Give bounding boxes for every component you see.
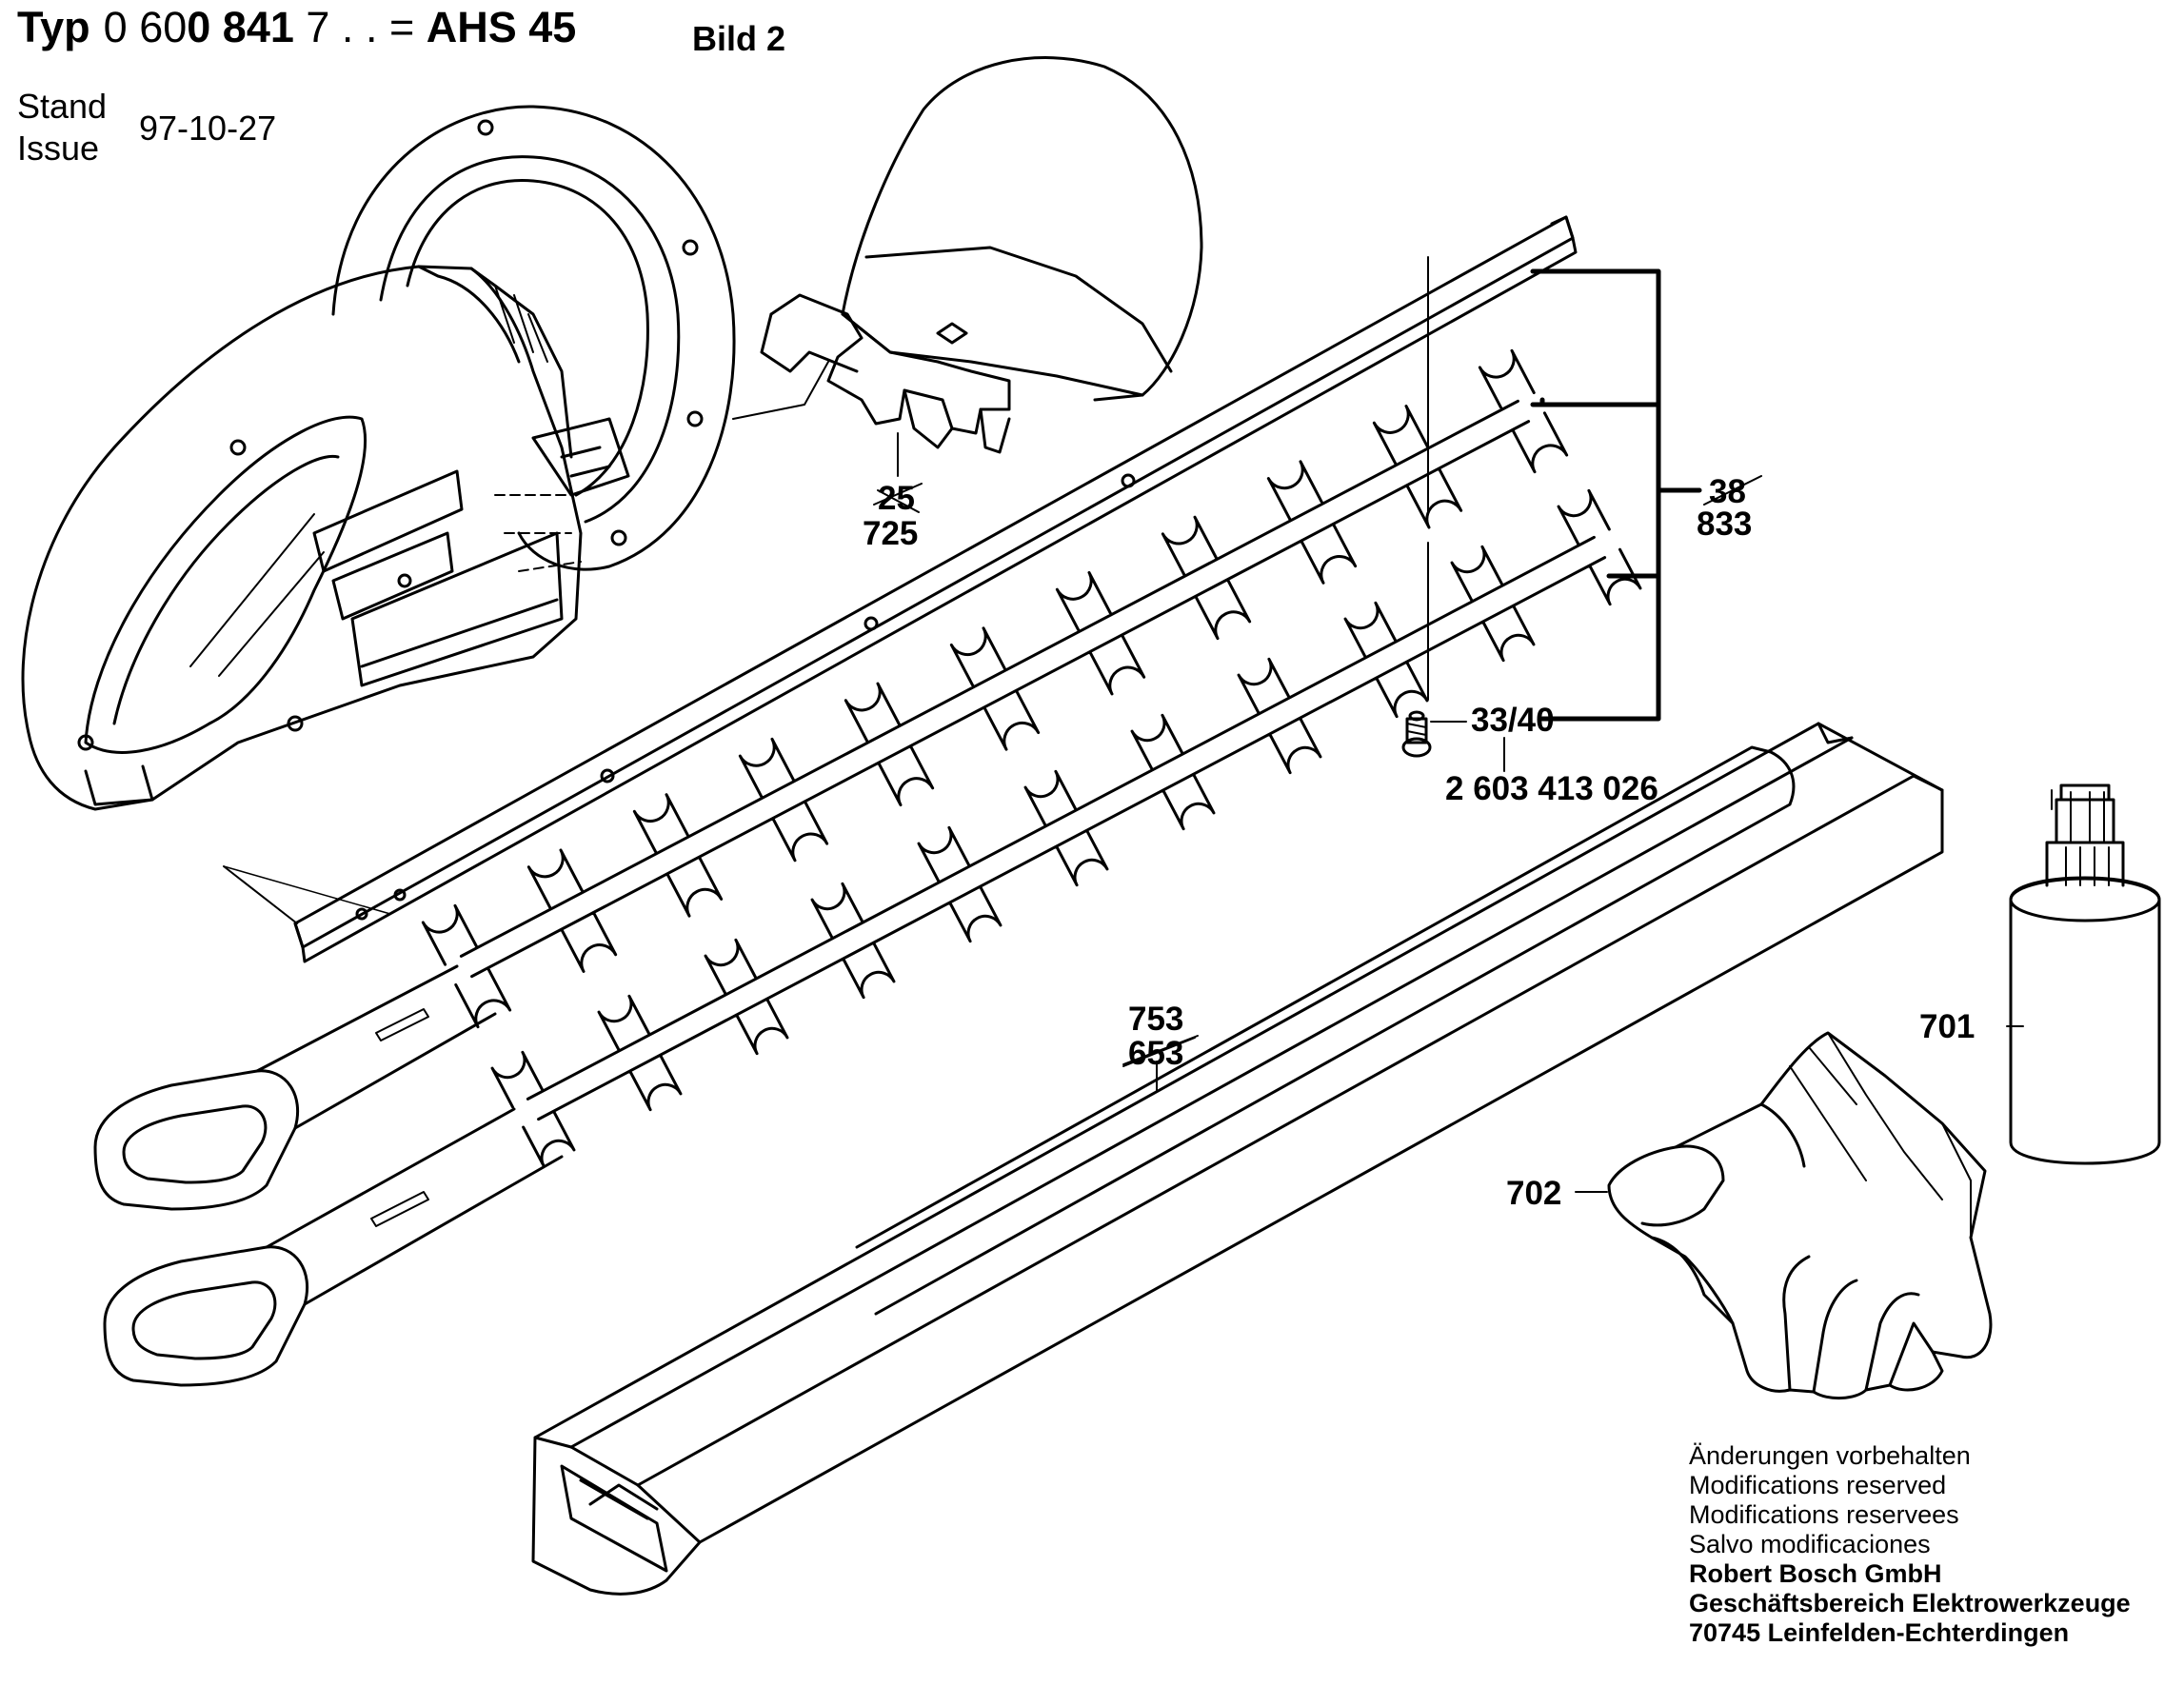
label-sheath-old: 653 bbox=[1128, 1035, 1183, 1072]
stand-label: Stand Issue bbox=[17, 86, 107, 169]
model-name: AHS 45 bbox=[426, 3, 577, 51]
lower-cutter-blade bbox=[103, 488, 1642, 1387]
screw-leaders bbox=[1430, 721, 1505, 772]
footer-line-en: Modifications reserved bbox=[1689, 1471, 1947, 1499]
stand-label-en: Issue bbox=[17, 129, 100, 168]
callout-labels: 25 725 38 833 33/40 2 603 413 026 753 65… bbox=[863, 473, 1975, 1212]
footer-notes: Änderungen vorbehalten Modifications res… bbox=[1689, 1441, 2131, 1648]
label-blade-old: 38 bbox=[1709, 473, 1746, 510]
upper-cutter-blade bbox=[93, 348, 1569, 1211]
label-sheath-new: 753 bbox=[1128, 1001, 1183, 1038]
label-gloves: 702 bbox=[1506, 1175, 1561, 1212]
label-shield-new: 725 bbox=[863, 515, 918, 552]
typ-number-a: 0 60 bbox=[103, 3, 188, 51]
gloves bbox=[1575, 1031, 1993, 1399]
footer-division: Geschäftsbereich Elektrowerkzeuge bbox=[1689, 1589, 2131, 1617]
blade-sheath bbox=[531, 722, 1944, 1596]
upper-blade-teeth bbox=[421, 348, 1569, 1029]
screw bbox=[1401, 710, 1432, 758]
footer-company: Robert Bosch GmbH bbox=[1689, 1559, 1942, 1588]
stand-label-de: Stand bbox=[17, 87, 108, 126]
label-shield-old: 25 bbox=[878, 480, 915, 517]
label-screw-part-number: 2 603 413 026 bbox=[1445, 770, 1658, 807]
footer-line-de: Änderungen vorbehalten bbox=[1689, 1441, 1971, 1470]
typ-number-b: 0 841 bbox=[187, 3, 294, 51]
type-designation: Typ 0 600 841 7 . . = AHS 45 bbox=[17, 6, 576, 49]
hand-shield bbox=[760, 56, 1203, 513]
footer-address: 70745 Leinfelden-Echterdingen bbox=[1689, 1618, 2070, 1647]
footer-line-es: Salvo modificaciones bbox=[1689, 1530, 1931, 1558]
label-screw: 33/40 bbox=[1471, 702, 1555, 739]
footer-line-fr: Modifications reservees bbox=[1689, 1500, 1959, 1529]
typ-word: Typ bbox=[17, 3, 90, 51]
issue-date: 97-10-27 bbox=[139, 109, 277, 148]
figure-label: Bild 2 bbox=[692, 19, 786, 58]
guide-rail bbox=[223, 215, 1578, 963]
oil-bottle bbox=[2006, 783, 2161, 1165]
strike-marks bbox=[873, 475, 1762, 1065]
label-oil: 701 bbox=[1919, 1008, 1975, 1045]
motor-housing bbox=[21, 105, 829, 811]
typ-number-c: 7 . . = bbox=[306, 3, 415, 51]
lower-blade-teeth bbox=[490, 488, 1642, 1168]
label-blade-new: 833 bbox=[1697, 506, 1752, 543]
part-group-bracket bbox=[1530, 268, 1702, 722]
